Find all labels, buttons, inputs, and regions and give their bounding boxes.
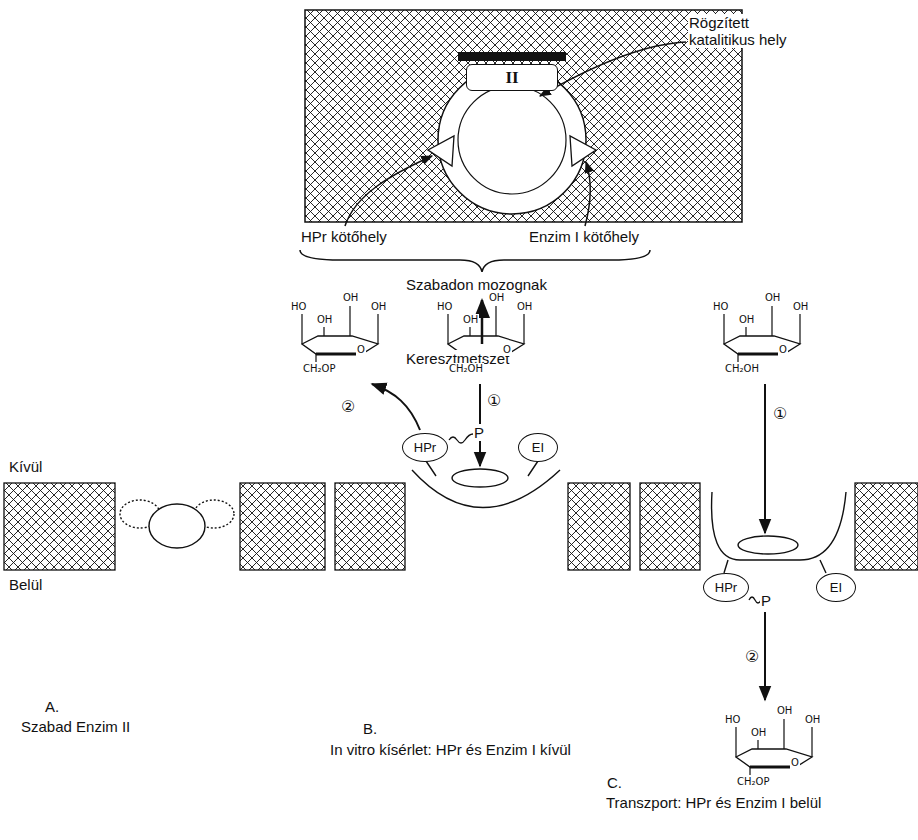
chem-group: HO [290,301,307,313]
chem-group: OH [342,292,359,304]
chem-group: OH [792,301,809,313]
panel-caption: Szabad Enzim II [20,718,131,735]
enzyme-ii [712,492,846,573]
panel-caption: Transzport: HPr és Enzim I belül [606,793,843,812]
chem-group: CH₂OH [448,363,484,375]
chem-group: OH [764,292,781,304]
phosphate-label: P [760,592,772,609]
leader-line [585,162,590,226]
node-text: EI [830,580,842,595]
leader-line [540,42,686,96]
note-label: Szabadon mozognak [405,276,548,293]
chem-group: CH₂OP [302,363,336,375]
side-label: Belül [8,576,43,593]
chem-group: OH [750,727,767,739]
callout-number: ② [744,648,760,666]
chem-group: OH [738,314,755,326]
chem-group: OH [516,301,533,313]
hpr-protein: HPr [402,433,448,462]
callout-number: ② [340,398,356,416]
chem-group: OH [804,714,821,726]
phosphate-label: P [473,424,485,441]
bonds [736,719,812,775]
enzyme-i-protein: EI [816,573,856,602]
enzyme-i-protein: EI [518,433,558,462]
node-text: EI [532,440,544,455]
chem-group: O [356,344,366,356]
hpr-protein: HPr [703,573,749,602]
enzyme-i-site [570,136,596,166]
brace [300,250,650,272]
chem-group: CH₂OH [724,363,760,375]
callout-number: ① [486,392,502,410]
callout-label: Enzim I kötőhely [528,228,640,245]
callout-number: ① [772,405,788,423]
arrow [481,300,484,344]
chem-group: HO [436,301,453,313]
membrane [4,483,918,570]
node-text: HPr [715,580,737,595]
enzyme-ii [120,500,234,548]
ring [736,749,812,767]
arrow [764,612,766,700]
node-text: II [505,68,518,87]
chem-group: OH [776,705,793,717]
callout-label: HPr kötőhely [300,228,388,245]
chem-group: OH [316,314,333,326]
chem-group: OH [370,301,387,313]
sugar-ring [724,306,800,362]
high-energy-bond [449,434,473,443]
panel-caption: In vitro kísérlet: HPr és Enzim I kívül [330,740,579,759]
hpr-site [428,136,454,166]
bonds [724,306,800,362]
sugar-ring [736,719,812,775]
panel-letter: A. [44,698,60,715]
chem-group: O [502,344,512,356]
arrow [372,384,420,430]
inner-ring [458,86,566,194]
side-label: Kívül [8,458,43,475]
bonds [302,306,378,362]
chem-group: OH [462,314,479,326]
enzyme-ii-domain: II [466,64,558,91]
node-text: HPr [414,440,436,455]
sugar-ring [302,306,378,362]
chem-group: HO [724,714,741,726]
panel-letter: C. [606,774,623,791]
chem-group: O [778,344,788,356]
chem-group: O [790,757,800,769]
callout-label: Rögzített katalitikus hely [688,14,802,48]
leader-line [345,156,432,226]
enzyme-ii [412,461,560,508]
chem-group: CH₂OP [736,776,770,788]
panel-letter: B. [362,720,378,737]
chem-group: HO [712,301,729,313]
sugar-structures [302,306,812,775]
chem-group: OH [488,292,505,304]
arrow [764,384,766,533]
anchor-bar [458,52,566,61]
ring [724,336,800,354]
ring [302,336,378,354]
